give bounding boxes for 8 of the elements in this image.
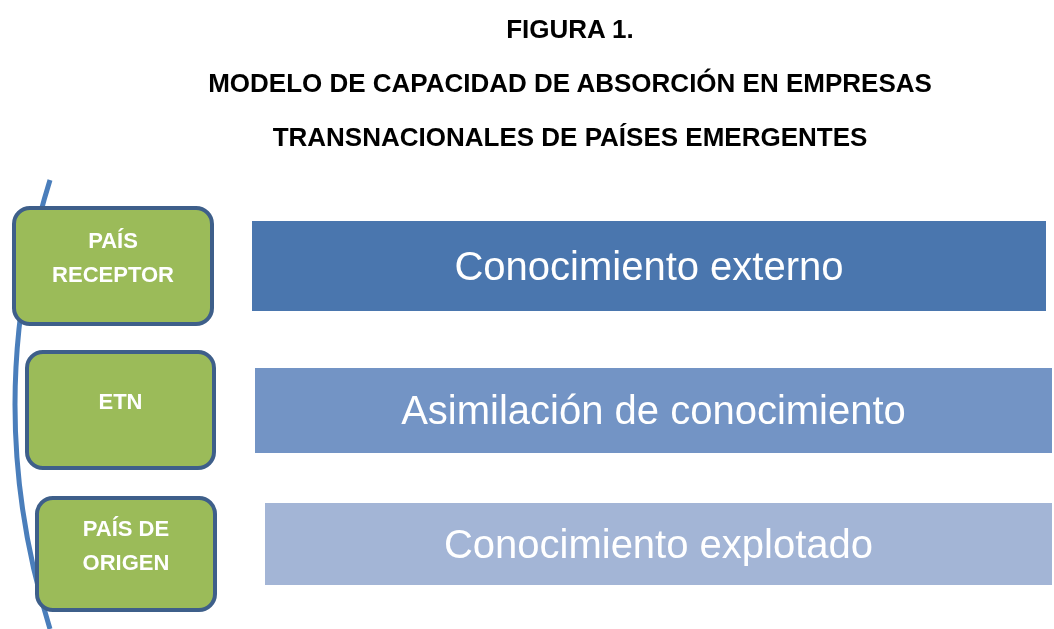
label-bar: Asimilación de conocimiento (255, 368, 1052, 453)
label-bar: Conocimiento explotado (265, 503, 1052, 585)
level-box: PAÍS DE ORIGEN (35, 496, 217, 612)
figure-number: FIGURA 1. (505, 13, 635, 46)
level-box: PAÍS RECEPTOR (12, 206, 214, 326)
level-box: ETN (25, 350, 216, 470)
label-bar: Conocimiento externo (252, 221, 1046, 311)
figure-title: MODELO DE CAPACIDAD DE ABSORCIÓN EN EMPRESAS TRANSNACIONALES DE PAÍSES EMERGENTES (207, 67, 933, 154)
